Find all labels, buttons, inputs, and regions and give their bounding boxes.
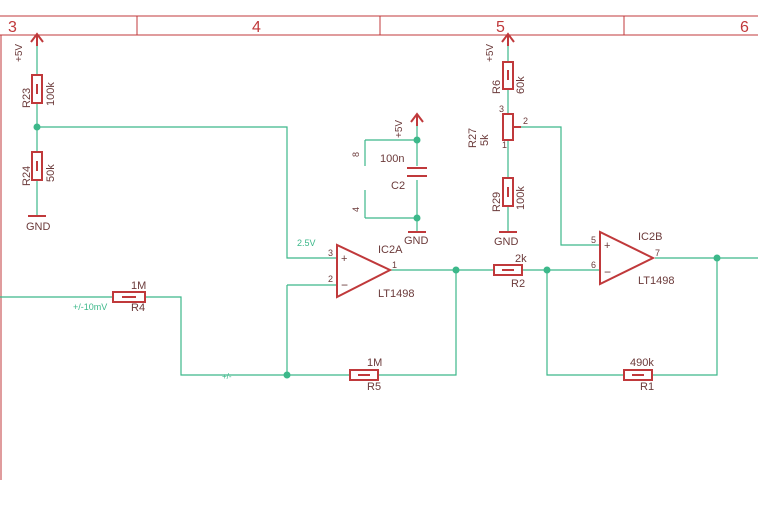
- frame-col-3: 3: [8, 19, 17, 36]
- frame-col-5: 5: [496, 19, 505, 36]
- r1-name: R1: [640, 381, 654, 393]
- resistor-r2: [493, 264, 523, 276]
- svg-text:−: −: [604, 265, 611, 279]
- svg-text:−: −: [341, 278, 348, 292]
- r1-value: 490k: [630, 357, 654, 369]
- gnd-label-1: GND: [26, 221, 51, 233]
- vcc-label-3: +5V: [394, 120, 405, 138]
- frame-col-4: 4: [252, 19, 261, 36]
- r23-name: R23: [21, 88, 33, 108]
- potentiometer-r27: [502, 113, 521, 141]
- resistor-r5: [349, 369, 379, 381]
- opamp-ic2b: + −: [599, 230, 656, 286]
- vcc-symbol-1: [30, 32, 44, 46]
- vcc-symbol-3: [410, 112, 424, 126]
- r23-value: 100k: [45, 82, 57, 106]
- frame-col-6: 6: [740, 19, 749, 36]
- ic2b-pin-5: 5: [591, 235, 596, 245]
- r6-name: R6: [491, 80, 503, 94]
- ic2b-type: LT1498: [638, 275, 675, 287]
- r27-value: 5k: [479, 134, 491, 146]
- c2-value: 100n: [380, 153, 404, 165]
- r29-value: 100k: [515, 186, 527, 210]
- ic2b-name: IC2B: [638, 231, 662, 243]
- r29-name: R29: [491, 192, 503, 212]
- resistor-r1: [623, 369, 653, 381]
- resistor-r24: [31, 151, 43, 181]
- r4-name: R4: [131, 302, 145, 314]
- r24-value: 50k: [45, 164, 57, 182]
- svg-text:+: +: [341, 253, 347, 265]
- opamp-ic2a: + −: [336, 243, 393, 299]
- svg-text:+: +: [604, 240, 610, 252]
- wiper-net-label: +/-: [222, 372, 232, 381]
- wires: [0, 45, 758, 376]
- c2-pin-4: 4: [351, 207, 361, 212]
- resistor-r23: [31, 74, 43, 104]
- capacitor-c2: [407, 167, 427, 177]
- r4-value: 1M: [131, 280, 146, 292]
- frame-border: [0, 15, 758, 480]
- r5-name: R5: [367, 381, 381, 393]
- r27-pin-2: 2: [523, 116, 528, 126]
- r2-value: 2k: [515, 253, 527, 265]
- ic2b-pin-7: 7: [655, 248, 660, 258]
- r27-pin-3: 3: [499, 104, 504, 114]
- vcc-label-2: +5V: [485, 44, 496, 62]
- ic2a-pin-1: 1: [392, 260, 397, 270]
- r5-value: 1M: [367, 357, 382, 369]
- gnd-label-2: GND: [404, 235, 429, 247]
- resistor-r4: [112, 291, 146, 303]
- ic2a-name: IC2A: [378, 244, 403, 256]
- ic2a-type: LT1498: [378, 288, 415, 300]
- ic2b-pin-6: 6: [591, 260, 596, 270]
- c2-name: C2: [391, 180, 405, 192]
- r6-value: 60k: [515, 76, 527, 94]
- gnd-label-3: GND: [494, 236, 519, 248]
- vcc-symbol-2: [501, 32, 515, 46]
- resistor-r29: [502, 177, 514, 207]
- vcc-label-1: +5V: [14, 44, 25, 62]
- ic2a-pin-3: 3: [328, 248, 333, 258]
- r27-name: R27: [467, 128, 479, 148]
- resistor-r6: [502, 61, 514, 90]
- bias-net-label: 2.5V: [297, 238, 316, 248]
- junctions: [33, 123, 721, 379]
- ic2a-pin-2: 2: [328, 274, 333, 284]
- r27-pin-1: 1: [502, 140, 507, 150]
- input-net-label: +/-10mV: [73, 302, 107, 312]
- r2-name: R2: [511, 278, 525, 290]
- c2-pin-8: 8: [351, 152, 361, 157]
- r24-name: R24: [21, 166, 33, 186]
